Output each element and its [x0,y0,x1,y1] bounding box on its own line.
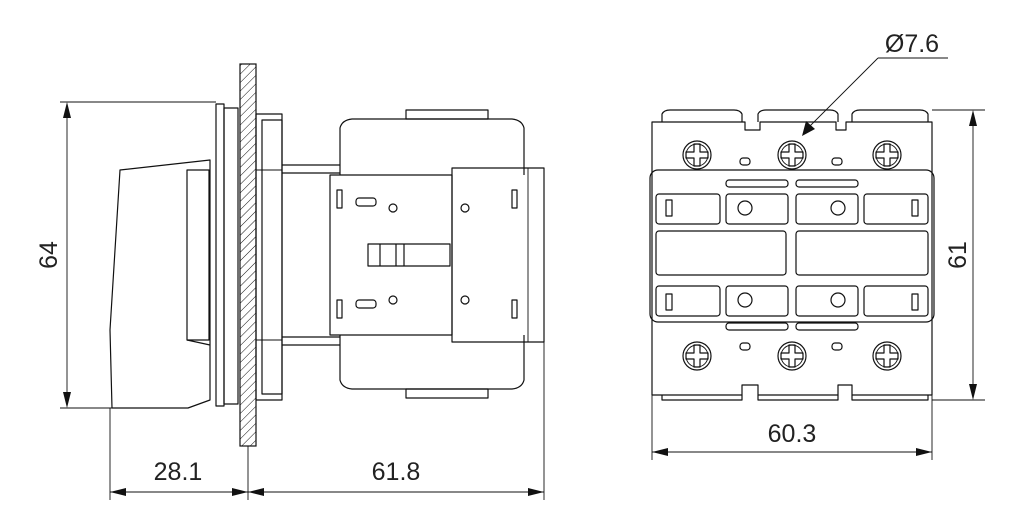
dimension-label-28-1: 28.1 [154,458,203,486]
dimension-depth-61-8: 61.8 [248,342,545,500]
screw-bottom-center [777,341,807,371]
screw-bottom-left [682,341,712,371]
rear-inner-module [649,169,935,323]
screw-bottom-right [872,341,902,371]
dimension-label-61: 61 [944,241,972,269]
dimension-height-64: 64 [35,101,216,409]
leader-hole-diameter: Ø7.6 [802,30,948,136]
contact-block [329,109,545,399]
dimension-height-61: 61 [932,109,985,401]
dimension-label-61-8: 61.8 [372,458,421,486]
dimension-width-60-3: 60.3 [651,395,933,460]
shaft [282,164,340,346]
dimension-depth-28-1: 28.1 [109,408,249,500]
screw-top-center [777,140,807,170]
side-view: 64 28.1 61.8 [35,63,545,500]
rear-view: Ø7.6 61 60.3 [649,30,985,460]
front-plate [215,103,239,407]
screw-top-right [872,140,902,170]
mounting-panel [239,63,257,447]
dimension-label-64: 64 [35,241,63,269]
dimension-label-60-3: 60.3 [768,420,817,448]
dimension-label-diameter: Ø7.6 [885,30,939,58]
front-knob [109,159,211,409]
screw-top-left [682,140,712,170]
rear-flange [255,113,283,401]
